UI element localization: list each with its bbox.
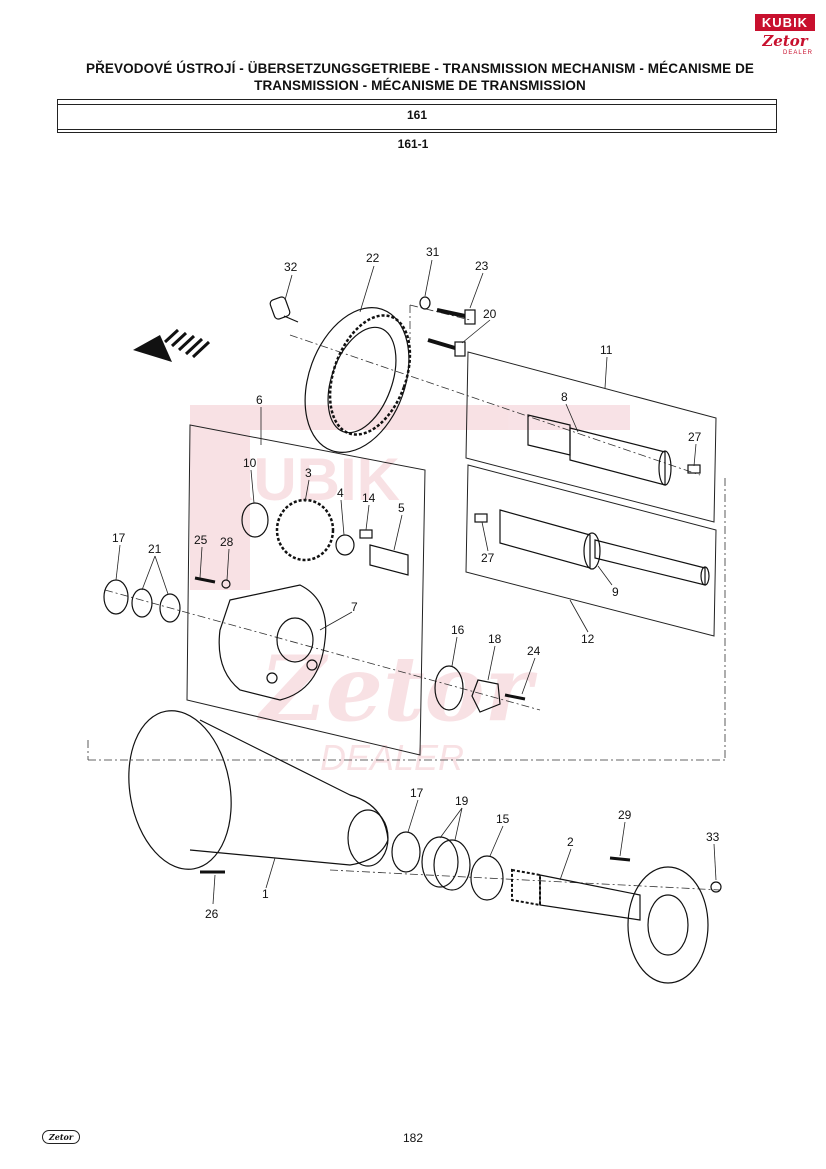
seal-part-17-lower <box>391 831 421 873</box>
group-box-6 <box>186 424 426 756</box>
callout-3: 3 <box>305 466 312 480</box>
footer-zetor-logo: Zetor <box>42 1130 80 1144</box>
pin-part-27-lower <box>474 513 488 523</box>
housing-part-1 <box>128 710 389 874</box>
callout-26: 26 <box>205 907 219 921</box>
bolt-part-23 <box>436 308 476 325</box>
page-title: PŘEVODOVÉ ÚSTROJÍ - ÜBERSETZUNGSGETRIEBE… <box>60 60 780 94</box>
callout-24: 24 <box>527 644 541 658</box>
group-box-12 <box>465 464 717 637</box>
callout-5: 5 <box>398 501 405 515</box>
callout-4: 4 <box>337 486 344 500</box>
page-number: 182 <box>402 1131 424 1145</box>
callout-29: 29 <box>618 808 632 822</box>
callout-12: 12 <box>581 632 595 646</box>
nut-part-28 <box>221 579 231 589</box>
callout-1: 1 <box>262 887 269 901</box>
callout-21: 21 <box>148 542 162 556</box>
disc-part-16 <box>434 665 464 711</box>
logo-dealer-text: DEALER <box>782 50 813 56</box>
plate-part-21-b <box>159 593 181 623</box>
group-box-11 <box>465 351 717 523</box>
kubik-zetor-dealer-logo: KUBIK Zetor DEALER <box>755 14 815 58</box>
bushing-part-4 <box>335 534 355 556</box>
callout-6: 6 <box>256 393 263 407</box>
callout-7: 7 <box>351 600 358 614</box>
callout-33: 33 <box>706 830 720 844</box>
callout-10: 10 <box>243 456 257 470</box>
seal-part-19-a <box>421 836 459 888</box>
bolt-part-24 <box>504 693 526 701</box>
callout-27-lower: 27 <box>481 551 495 565</box>
callout-23: 23 <box>475 259 489 273</box>
washer-part-31 <box>419 296 431 310</box>
callout-19: 19 <box>455 794 469 808</box>
nut-part-33 <box>710 881 722 893</box>
section-box: 161 <box>57 99 777 133</box>
seal-part-19-b <box>433 839 471 891</box>
callout-14: 14 <box>362 491 376 505</box>
direction-arrow-icon <box>133 328 211 362</box>
callout-16: 16 <box>451 623 465 637</box>
callout-2: 2 <box>567 835 574 849</box>
title-line-1: PŘEVODOVÉ ÚSTROJÍ - ÜBERSETZUNGSGETRIEBE… <box>85 61 755 76</box>
plug-part-32 <box>269 296 299 323</box>
ring-gear-part-22 <box>304 307 412 453</box>
callout-32: 32 <box>284 260 298 274</box>
plate-part-21-a <box>131 588 153 618</box>
callout-27-upper: 27 <box>688 430 702 444</box>
section-number: 161 <box>406 108 428 122</box>
ring-part-10 <box>241 502 269 538</box>
pin-part-14 <box>359 529 373 539</box>
logo-zetor-text: Zetor <box>762 32 808 50</box>
watermark-zetor-text: Zetor <box>257 636 538 742</box>
callout-20: 20 <box>483 307 497 321</box>
title-line-2: TRANSMISSION - MÉCANISME DE TRANSMISSION <box>254 78 586 93</box>
callout-31: 31 <box>426 245 440 259</box>
shaft-part-9 <box>474 509 710 586</box>
bolt-part-20 <box>427 338 466 357</box>
callout-17-lower: 17 <box>410 786 424 800</box>
axle-shaft-part-2 <box>511 856 722 984</box>
carrier-part-7 <box>218 584 327 701</box>
callout-25: 25 <box>194 533 208 547</box>
callout-17-upper: 17 <box>112 531 126 545</box>
bolt-part-29 <box>609 856 631 862</box>
figure-number: 161-1 <box>397 137 429 151</box>
callout-22: 22 <box>366 251 380 265</box>
callout-28: 28 <box>220 535 234 549</box>
logo-kubik-text: KUBIK <box>755 14 815 31</box>
seal-part-17-upper <box>103 579 129 615</box>
bolt-part-25 <box>194 576 216 584</box>
spacer-part-15 <box>470 855 504 901</box>
callout-11: 11 <box>600 343 613 357</box>
watermark-dealer-text: DEALER <box>320 737 464 778</box>
callout-9: 9 <box>612 585 619 599</box>
callout-15: 15 <box>496 812 510 826</box>
callout-18: 18 <box>488 632 502 646</box>
plate-part-18 <box>471 679 501 713</box>
callout-8: 8 <box>561 390 568 404</box>
sleeve-part-5 <box>369 544 409 576</box>
